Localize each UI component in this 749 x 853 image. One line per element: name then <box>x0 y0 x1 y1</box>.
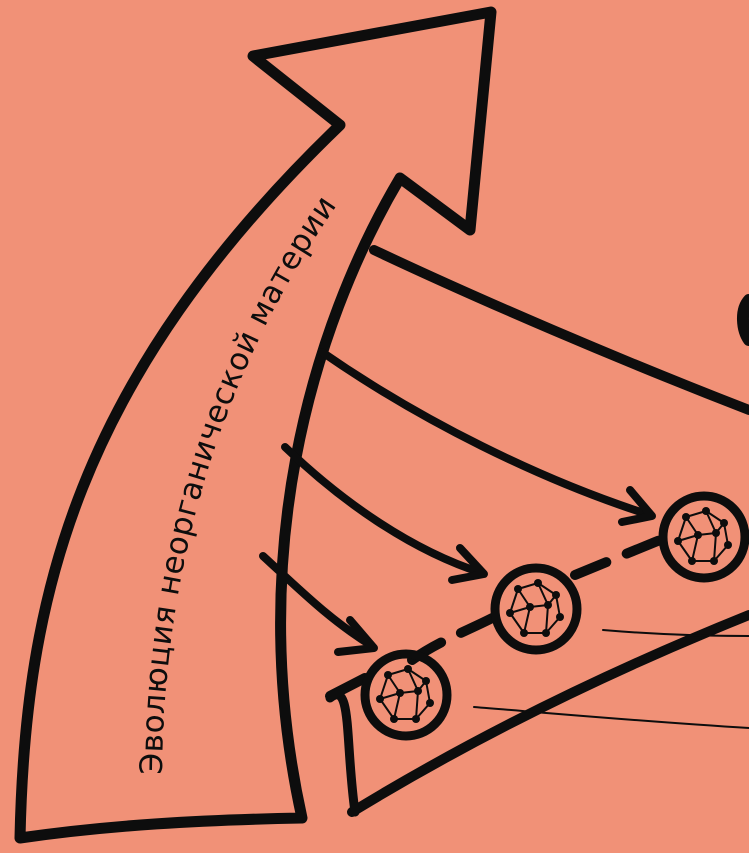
edge-object <box>743 300 749 340</box>
